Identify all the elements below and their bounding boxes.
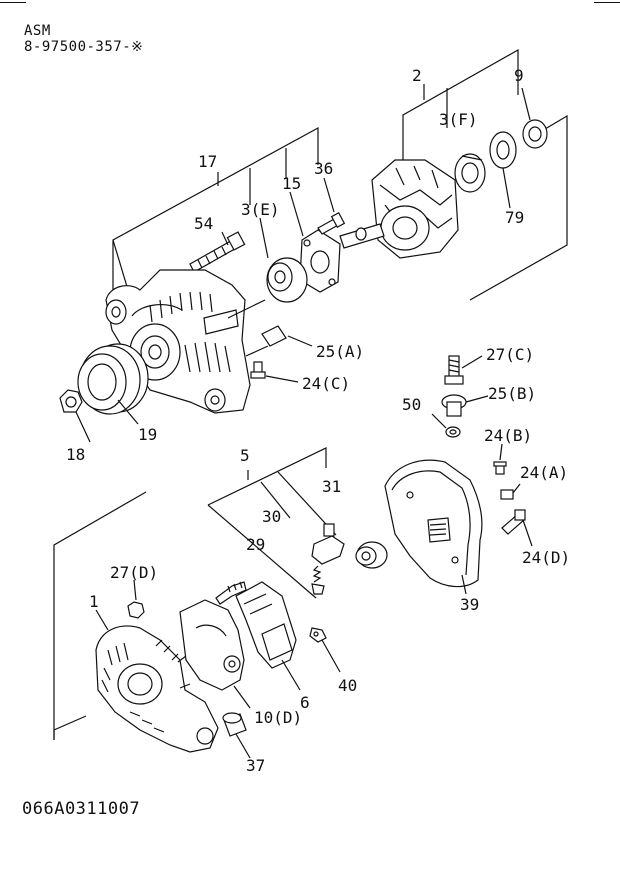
callout-27c: 27(C): [486, 345, 534, 364]
bushing-37-part: [222, 712, 251, 759]
assembly-part-number: 8-97500-357-※: [24, 39, 144, 55]
lower-group-brackets: [53, 447, 337, 740]
callout-17: 17: [198, 152, 217, 171]
spring-29-part: [311, 565, 325, 595]
washer-79-part: [489, 131, 517, 209]
callout-6: 6: [300, 693, 310, 712]
callout-37: 37: [246, 756, 265, 775]
cover-9-part: [521, 87, 548, 149]
rear-frame-1-part: [95, 609, 219, 753]
screw-36-part: [317, 177, 346, 235]
callout-24c: 24(C): [302, 374, 350, 393]
callout-5: 5: [240, 446, 250, 465]
callout-9: 9: [514, 66, 524, 85]
callout-19: 19: [138, 425, 157, 444]
bearing-31-part: [355, 541, 388, 569]
screw-24a-part: [500, 483, 521, 500]
regulator-6-part: [235, 581, 301, 691]
terminal-40-part: [309, 627, 341, 673]
callout-15: 15: [282, 174, 301, 193]
washer-50-part: [431, 413, 461, 438]
rectifier-10d-part: [179, 581, 251, 709]
terminal-25a-part: [245, 325, 313, 357]
rotor-group-brackets: [112, 48, 568, 301]
callout-2: 2: [412, 66, 422, 85]
callout-3f: 3(F): [439, 110, 478, 129]
callout-10d: 10(D): [254, 708, 302, 727]
top-left-rule: [0, 2, 26, 3]
callout-24a: 24(A): [520, 463, 568, 482]
callout-50: 50: [402, 395, 421, 414]
stud-bolt-54-part: [189, 231, 246, 273]
nut-18-part: [59, 389, 91, 443]
callout-18: 18: [66, 445, 85, 464]
bearing-3f-part: [454, 153, 486, 193]
callout-25b: 25(B): [488, 384, 536, 403]
pulley-19-part: [77, 343, 149, 425]
callout-39: 39: [460, 595, 479, 614]
bearing-3e-part: [259, 217, 308, 303]
assembly-label: ASM: [24, 23, 51, 39]
callout-31: 31: [322, 477, 341, 496]
callout-24d: 24(D): [522, 548, 570, 567]
drawing-code: 066A0311007: [22, 799, 141, 819]
callout-labels: 2 9 3(F) 79 17 36 15 3(E) 54 25(A) 24(C)…: [66, 66, 570, 775]
callout-40: 40: [338, 676, 357, 695]
callout-1: 1: [89, 592, 99, 611]
callout-25a: 25(A): [316, 342, 364, 361]
callout-54: 54: [194, 214, 213, 233]
rear-cover-39-part: [384, 459, 483, 595]
callout-27d: 27(D): [110, 563, 158, 582]
bolt-24c-part: [250, 361, 299, 383]
callout-30: 30: [262, 507, 281, 526]
top-right-rule: [594, 2, 620, 3]
callout-24b: 24(B): [484, 426, 532, 445]
callout-79: 79: [505, 208, 524, 227]
screw-24b-part: [493, 443, 507, 475]
nut-27d-part: [127, 579, 145, 619]
callout-3e: 3(E): [241, 200, 280, 219]
bolt-24d-part: [501, 509, 533, 547]
callout-29: 29: [246, 535, 265, 554]
callout-36: 36: [314, 159, 333, 178]
brush-holder-30-part: [311, 523, 345, 565]
rotor-part: [339, 159, 459, 259]
terminal-27c-part: [444, 355, 483, 385]
insulator-25b-part: [441, 394, 489, 417]
